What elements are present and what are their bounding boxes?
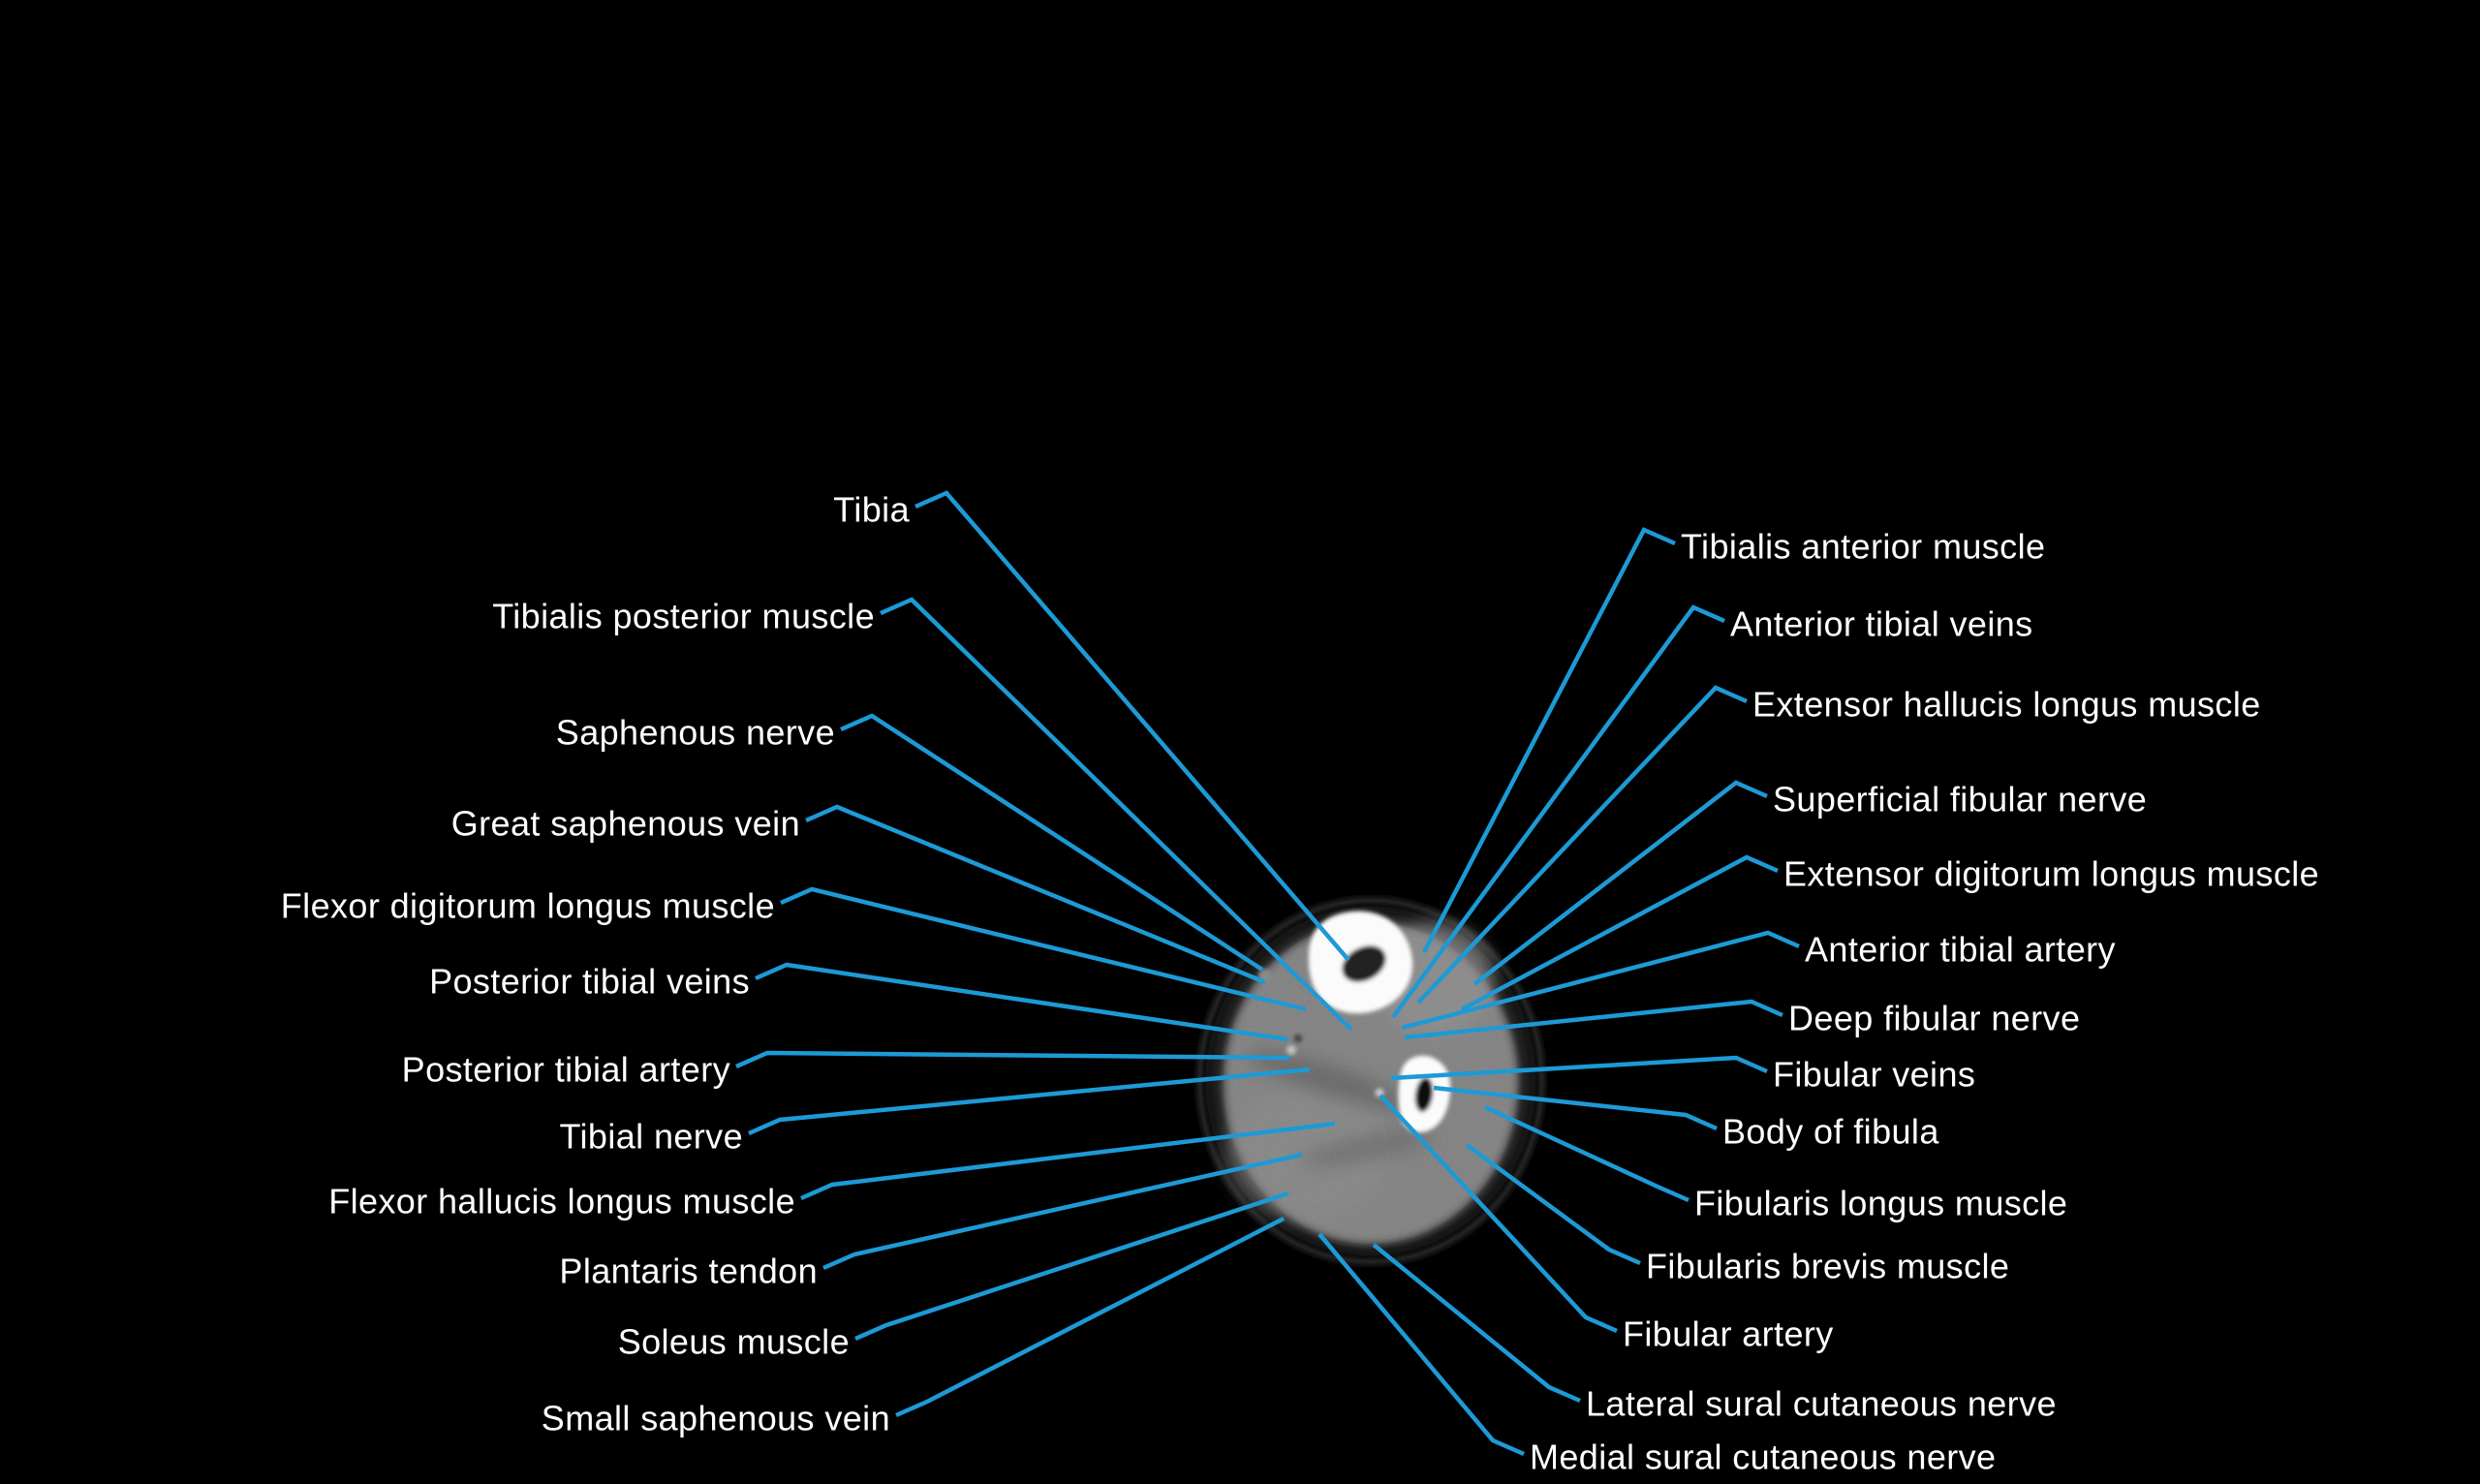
leader-line-medial-sural-cutaneous-nerve xyxy=(1318,1232,1525,1457)
leader-line-anterior-tibial-artery xyxy=(1401,930,1800,1031)
leader-line-fibularis-brevis-muscle xyxy=(1465,1143,1641,1266)
label-lateral-sural-cutaneous-nerve: Lateral sural cutaneous nerve xyxy=(1586,1383,2057,1424)
leader-line-fibularis-longus-muscle xyxy=(1484,1104,1690,1203)
leader-line-posterior-tibial-veins xyxy=(755,962,1288,1042)
leader-line-superficial-fibular-nerve xyxy=(1472,780,1768,986)
posterior-tibial-vessel-spot xyxy=(1286,1045,1296,1055)
leader-line-tibialis-anterior-muscle xyxy=(1422,527,1676,954)
leader-line-posterior-tibial-artery xyxy=(735,1050,1290,1069)
label-plantaris-tendon: Plantaris tendon xyxy=(559,1251,818,1291)
label-medial-sural-cutaneous-nerve: Medial sural cutaneous nerve xyxy=(1530,1437,1997,1477)
label-small-saphenous-vein: Small saphenous vein xyxy=(541,1398,890,1438)
tibia-marrow xyxy=(1342,945,1386,982)
label-body-of-fibula: Body of fibula xyxy=(1722,1111,1939,1152)
label-anterior-tibial-artery: Anterior tibial artery xyxy=(1805,929,2116,970)
leader-line-extensor-digitorum-longus-muscle xyxy=(1460,854,1779,1011)
leader-line-small-saphenous-vein xyxy=(895,1216,1286,1418)
leader-line-plantaris-tendon xyxy=(822,1152,1303,1271)
label-fibularis-longus-muscle: Fibularis longus muscle xyxy=(1694,1183,2068,1223)
leader-line-anterior-tibial-veins xyxy=(1391,604,1725,1019)
label-fibular-artery: Fibular artery xyxy=(1623,1314,1834,1354)
label-soleus-muscle: Soleus muscle xyxy=(617,1321,850,1362)
leader-line-tibia xyxy=(914,490,1350,962)
leader-line-fibular-veins xyxy=(1390,1055,1768,1081)
label-extensor-digitorum-longus-muscle: Extensor digitorum longus muscle xyxy=(1783,853,2320,894)
leader-line-fibular-artery xyxy=(1379,1094,1618,1334)
leader-line-tibialis-posterior-muscle xyxy=(880,597,1353,1032)
posterior-tibial-vein-spot xyxy=(1294,1035,1302,1042)
tibia-bone xyxy=(1308,911,1413,1014)
label-tibia: Tibia xyxy=(833,489,910,530)
label-tibial-nerve: Tibial nerve xyxy=(559,1116,743,1157)
label-fibular-veins: Fibular veins xyxy=(1773,1054,1976,1095)
label-extensor-hallucis-longus-muscle: Extensor hallucis longus muscle xyxy=(1752,684,2261,725)
label-posterior-tibial-artery: Posterior tibial artery xyxy=(401,1049,730,1090)
leader-line-tibial-nerve xyxy=(748,1067,1311,1136)
label-saphenous-nerve: Saphenous nerve xyxy=(555,712,835,753)
label-flexor-digitorum-longus-muscle: Flexor digitorum longus muscle xyxy=(280,885,775,926)
label-anterior-tibial-veins: Anterior tibial veins xyxy=(1730,603,2033,644)
leader-line-flexor-hallucis-longus-muscle xyxy=(800,1121,1336,1201)
leader-line-soleus-muscle xyxy=(854,1190,1289,1342)
label-great-saphenous-vein: Great saphenous vein xyxy=(450,803,800,844)
label-tibialis-posterior-muscle: Tibialis posterior muscle xyxy=(492,596,875,636)
leader-lines xyxy=(735,490,1800,1457)
label-deep-fibular-nerve: Deep fibular nerve xyxy=(1788,998,2081,1038)
label-posterior-tibial-veins: Posterior tibial veins xyxy=(429,961,750,1002)
label-fibularis-brevis-muscle: Fibularis brevis muscle xyxy=(1646,1246,2010,1286)
leader-line-great-saphenous-vein xyxy=(805,804,1266,985)
leader-line-flexor-digitorum-longus-muscle xyxy=(780,886,1307,1012)
label-tibialis-anterior-muscle: Tibialis anterior muscle xyxy=(1681,526,2046,567)
label-superficial-fibular-nerve: Superficial fibular nerve xyxy=(1773,779,2148,819)
leader-line-deep-fibular-nerve xyxy=(1404,999,1783,1040)
ct-cross-section xyxy=(1194,894,1548,1268)
leader-line-extensor-hallucis-longus-muscle xyxy=(1416,685,1748,1005)
leader-line-lateral-sural-cutaneous-nerve xyxy=(1372,1243,1581,1404)
fibula-marrow xyxy=(1414,1077,1434,1112)
label-flexor-hallucis-longus-muscle: Flexor hallucis longus muscle xyxy=(328,1181,795,1221)
leader-line-saphenous-nerve xyxy=(840,713,1264,972)
leader-line-body-of-fibula xyxy=(1433,1085,1718,1131)
